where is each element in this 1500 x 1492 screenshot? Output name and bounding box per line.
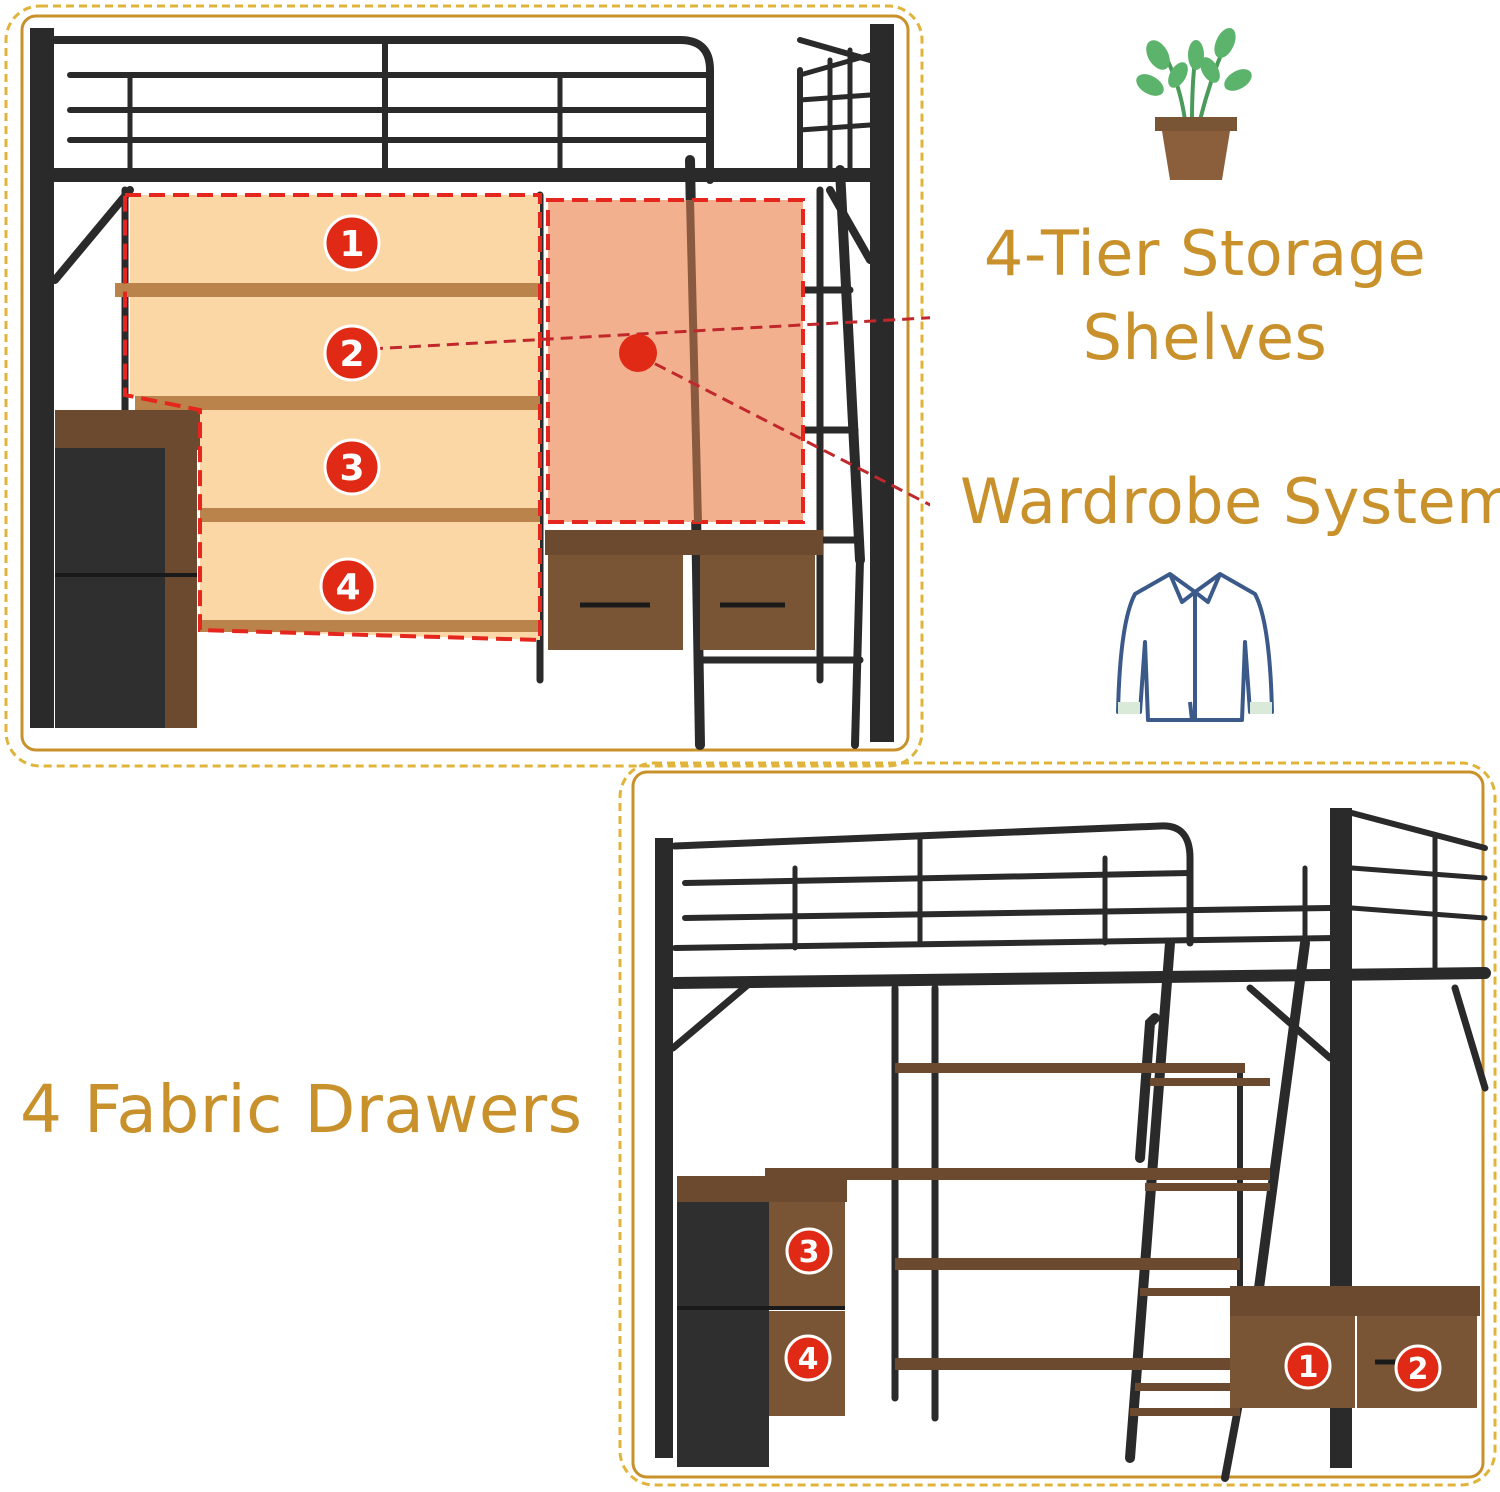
svg-text:4: 4 bbox=[335, 567, 360, 608]
shelf-marker-1: 1 bbox=[323, 214, 381, 272]
top-panel: 1 2 3 4 bbox=[0, 0, 930, 770]
svg-text:2: 2 bbox=[339, 334, 364, 375]
drawer-marker-4: 4 bbox=[784, 1334, 832, 1382]
wardrobe-system-label: Wardrobe System bbox=[960, 465, 1500, 538]
svg-text:3: 3 bbox=[339, 448, 364, 489]
shirt-icon bbox=[1116, 572, 1274, 722]
storage-label-line1: 4-Tier Storage bbox=[983, 217, 1427, 290]
drawer-marker-1: 1 bbox=[1284, 1342, 1332, 1390]
loft-bed-shelves-illustration: 1 2 3 4 bbox=[4, 4, 930, 768]
svg-text:2: 2 bbox=[1408, 1352, 1429, 1387]
bottom-panel: 3 4 1 2 bbox=[615, 758, 1500, 1492]
svg-text:4: 4 bbox=[798, 1342, 819, 1377]
svg-text:1: 1 bbox=[1298, 1350, 1319, 1385]
fabric-drawers-label: 4 Fabric Drawers bbox=[20, 1071, 583, 1148]
svg-text:3: 3 bbox=[799, 1235, 820, 1270]
drawer-marker-2: 2 bbox=[1394, 1344, 1442, 1392]
storage-label-line2: Shelves bbox=[1082, 301, 1328, 374]
drawer-marker-3: 3 bbox=[785, 1227, 833, 1275]
shelf-marker-4: 4 bbox=[319, 557, 377, 615]
storage-shelves-label: 4-Tier Storage Shelves bbox=[980, 212, 1430, 380]
loft-bed-drawers-illustration: 3 4 1 2 bbox=[618, 761, 1497, 1487]
shelf-marker-3: 3 bbox=[323, 438, 381, 496]
potted-plant-icon bbox=[1136, 28, 1252, 180]
svg-text:1: 1 bbox=[339, 224, 364, 265]
shelf-marker-2: 2 bbox=[323, 324, 381, 382]
